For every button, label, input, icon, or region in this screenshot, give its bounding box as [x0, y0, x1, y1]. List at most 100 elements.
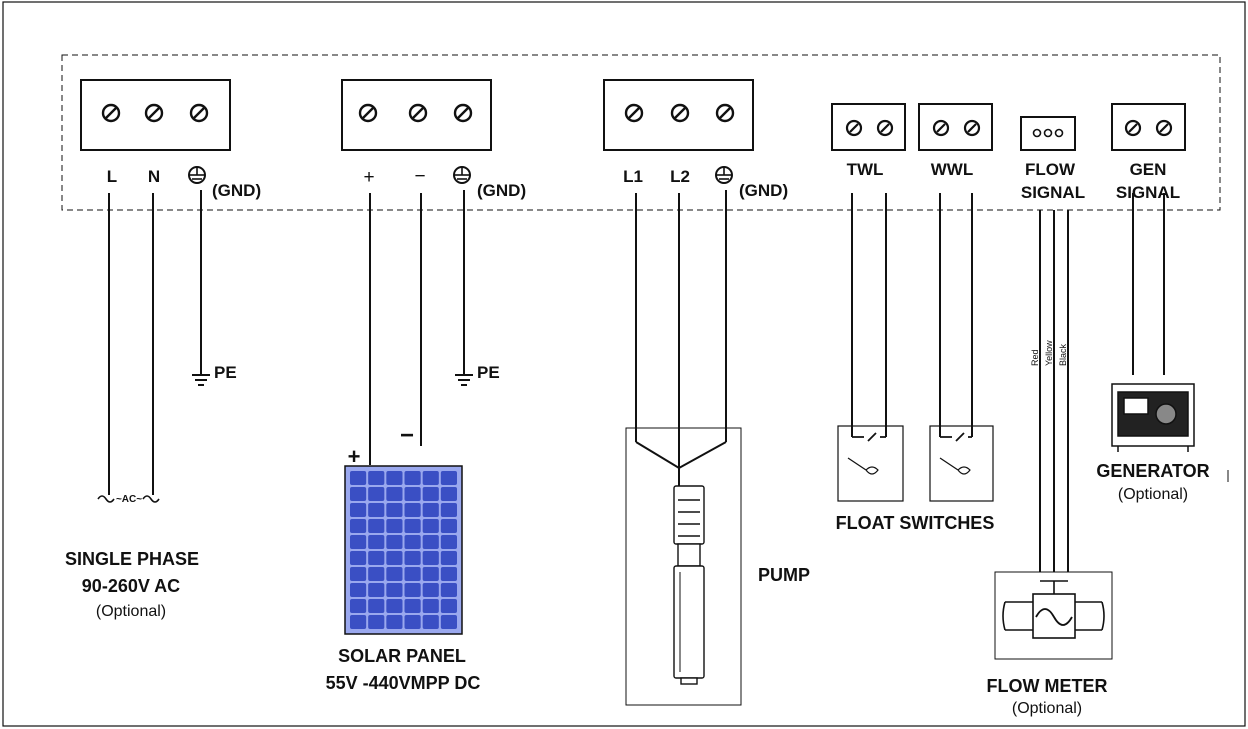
- twl-terminal-block: [831, 103, 906, 151]
- terminal-label-l: L: [107, 167, 117, 186]
- flow-signal-label-line1: FLOW: [1025, 160, 1076, 179]
- solar-cell: [368, 567, 385, 581]
- solar-cell: [422, 567, 439, 581]
- gen-signal-label-line2: SIGNAL: [1116, 183, 1180, 202]
- screw-terminal: [144, 103, 164, 123]
- pump-terminal-block: [603, 79, 754, 151]
- terminal-label-l2: L2: [670, 167, 690, 186]
- solar-cell: [404, 519, 421, 533]
- ac-sine-icon: [97, 495, 115, 503]
- screw-terminal: [845, 119, 863, 137]
- screw-terminal: [408, 103, 428, 123]
- ground-symbol-icon: [188, 166, 206, 184]
- panel-minus: −: [400, 422, 414, 449]
- solar-cell: [440, 567, 457, 581]
- screw-terminal: [876, 119, 894, 137]
- solar-cell: [350, 503, 367, 517]
- solar-cell: [386, 487, 403, 501]
- solar-cell: [422, 487, 439, 501]
- solar-cell: [368, 487, 385, 501]
- solar-cell: [422, 519, 439, 533]
- solar-cell: [350, 519, 367, 533]
- solar-cell: [404, 487, 421, 501]
- flow-signal-terminal-block: [1020, 116, 1076, 151]
- screw-terminal: [932, 119, 950, 137]
- solar-terminal-block: [341, 79, 492, 151]
- ac-sine-icon: [142, 495, 160, 503]
- solar-cell: [440, 487, 457, 501]
- terminal-label-l1: L1: [623, 167, 643, 186]
- ac-wires: [108, 190, 202, 495]
- solar-cell: [440, 599, 457, 613]
- terminal-label-minus: −: [414, 166, 425, 187]
- solar-panel-image: [344, 465, 463, 635]
- float-switch-wwl: [929, 425, 994, 502]
- terminal-label-plus: +: [363, 167, 374, 188]
- ground-symbol-icon: [715, 166, 733, 184]
- terminal-label-n: N: [148, 167, 160, 186]
- gnd-label-solar: (GND): [477, 181, 526, 200]
- flow-meter-title: FLOW METER: [987, 676, 1108, 696]
- solar-cell: [404, 567, 421, 581]
- solar-cell: [440, 551, 457, 565]
- solar-cell: [422, 551, 439, 565]
- pump-box: [625, 427, 742, 706]
- solar-cell: [422, 471, 439, 485]
- solar-cell: [386, 471, 403, 485]
- solar-cell: [350, 535, 367, 549]
- ac-title: SINGLE PHASE: [65, 549, 199, 569]
- solar-title: SOLAR PANEL: [338, 646, 466, 666]
- controller-enclosure: [61, 54, 1221, 211]
- solar-cell: [404, 615, 421, 629]
- solar-cell: [350, 583, 367, 597]
- wwl-terminal-block: [918, 103, 993, 151]
- wire-black: Black: [1058, 343, 1068, 366]
- solar-cell: [368, 503, 385, 517]
- ac-symbol-text: ~AC~: [116, 494, 142, 505]
- solar-cell: [440, 503, 457, 517]
- gnd-label-pump: (GND): [739, 181, 788, 200]
- twl-label: TWL: [847, 160, 884, 179]
- flow-meter-icon: [1002, 580, 1105, 639]
- screw-terminal: [624, 103, 644, 123]
- solar-cell: [440, 519, 457, 533]
- solar-cell: [404, 551, 421, 565]
- flow-signal-wires: [1039, 210, 1069, 572]
- solar-cell: [404, 471, 421, 485]
- generator-title: GENERATOR: [1096, 461, 1209, 481]
- ac-terminal-block: [80, 79, 231, 151]
- solar-cell: [422, 599, 439, 613]
- screw-terminal: [101, 103, 121, 123]
- pump-icon: [673, 466, 705, 685]
- solar-cell: [422, 535, 439, 549]
- ac-note: (Optional): [96, 603, 166, 620]
- solar-cell: [350, 487, 367, 501]
- panel-plus: +: [348, 444, 361, 469]
- solar-cell: [386, 599, 403, 613]
- solar-cell: [386, 583, 403, 597]
- solar-range: 55V -440VMPP DC: [326, 673, 481, 693]
- solar-cell: [386, 519, 403, 533]
- float-switch-wires: [851, 193, 973, 437]
- solar-cell: [368, 471, 385, 485]
- screw-terminal: [1155, 119, 1173, 137]
- solar-cell: [404, 503, 421, 517]
- float-switch-twl: [837, 425, 904, 502]
- solar-cell: [350, 567, 367, 581]
- gen-signal-wires: [1132, 193, 1165, 375]
- solar-cell: [440, 535, 457, 549]
- gen-signal-label-line1: GEN: [1130, 160, 1167, 179]
- screw-terminal: [963, 119, 981, 137]
- screw-terminal: [189, 103, 209, 123]
- solar-cell: [386, 551, 403, 565]
- solar-cell: [368, 519, 385, 533]
- generator-note: (Optional): [1118, 486, 1188, 503]
- solar-cell: [422, 615, 439, 629]
- solar-cell: [368, 599, 385, 613]
- solar-cell: [386, 567, 403, 581]
- earth-ground-icon: [192, 374, 210, 386]
- solar-cell: [404, 535, 421, 549]
- solar-cell: [422, 583, 439, 597]
- wire-red: Red: [1030, 349, 1040, 366]
